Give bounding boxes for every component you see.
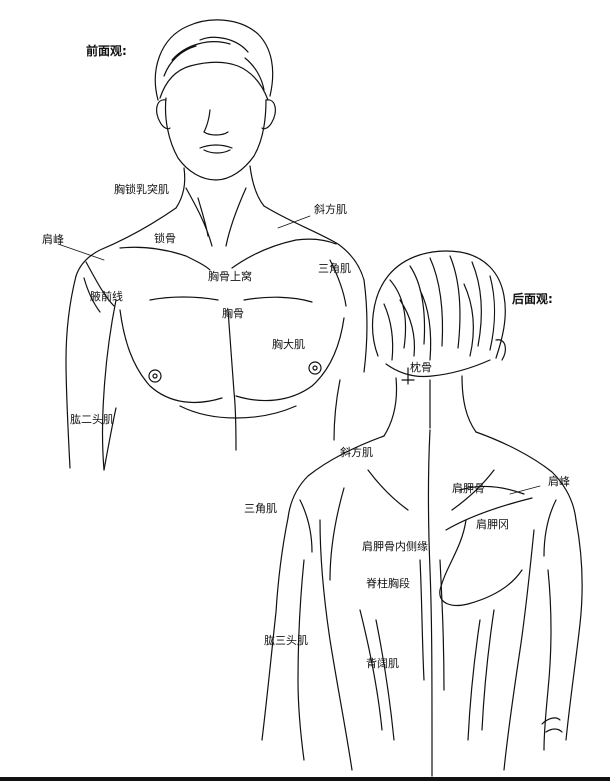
front-nipple-left — [148, 369, 162, 383]
back-neck-right — [461, 375, 477, 433]
front-deltoid-left — [83, 261, 115, 313]
back-hair-outline — [371, 250, 506, 359]
label-medial-border: 肩胛骨内侧缘 — [362, 540, 428, 553]
front-hair — [154, 19, 274, 101]
front-ear-left — [156, 99, 171, 130]
label-anterior-axillary-line: 腋前线 — [90, 290, 123, 303]
front-shoulder-line-right — [263, 205, 365, 281]
front-nipple-right — [308, 361, 322, 375]
front-neck-left — [175, 167, 186, 209]
label-front-acromion: 肩峰 — [42, 233, 64, 246]
front-view-heading: 前面观: — [86, 44, 127, 58]
back-torso-left — [319, 519, 353, 771]
bottom-border — [0, 777, 610, 781]
back-deltoid-left — [299, 499, 313, 553]
back-scapula-right — [439, 485, 525, 607]
front-arm-left-outer — [65, 275, 77, 469]
label-front-deltoid: 三角肌 — [318, 262, 351, 275]
back-shoulder-right — [475, 431, 577, 521]
back-spine — [427, 429, 433, 777]
front-arm-left-inner — [101, 299, 117, 471]
back-hand-right — [541, 717, 563, 733]
label-erector-spinae: 背阔肌 — [366, 657, 399, 670]
label-back-deltoid: 三角肌 — [244, 502, 277, 515]
front-pec-right — [235, 317, 345, 402]
label-scapula: 肩胛骨 — [452, 482, 485, 495]
front-shoulder-line-left — [75, 207, 177, 277]
back-deltoid-right — [543, 499, 557, 557]
back-shoulder-left — [287, 435, 385, 519]
back-arm-right-outer — [565, 519, 583, 741]
back-arm-left-inner — [297, 559, 305, 761]
front-arm-right-outer — [363, 279, 368, 373]
back-scapula-left — [329, 487, 345, 581]
back-ear-right — [495, 339, 506, 361]
label-back-trapezius: 斜方肌 — [340, 446, 373, 459]
front-torso-left — [103, 407, 117, 471]
back-figure — [261, 250, 583, 777]
back-view-heading: 后面观: — [512, 292, 553, 306]
front-torso-right — [333, 379, 341, 441]
back-occipital-mark — [401, 367, 415, 385]
label-triceps: 肱三头肌 — [264, 634, 308, 647]
label-scm: 胸锁乳突肌 — [114, 183, 169, 196]
front-figure — [65, 19, 368, 471]
front-clavicle-right — [231, 238, 337, 269]
label-back-acromion: 肩峰 — [548, 475, 570, 488]
back-hair-bottom — [385, 359, 491, 378]
label-thoracic-spine: 脊柱胸段 — [366, 577, 410, 590]
label-pectoralis-major: 胸大肌 — [272, 338, 305, 351]
front-face-outline — [164, 97, 267, 181]
front-nose — [203, 109, 229, 136]
front-leader-lines — [57, 215, 311, 261]
back-leader-lines — [509, 485, 541, 495]
label-front-trapezius: 斜方肌 — [314, 203, 347, 216]
back-torso-right — [503, 529, 535, 771]
label-occipital: 枕骨 — [410, 361, 432, 374]
front-chest-detail — [149, 296, 313, 303]
front-neck-right — [249, 165, 265, 207]
label-clavicle: 锁骨 — [154, 232, 176, 245]
front-pec-left — [119, 309, 223, 404]
front-abdomen — [179, 405, 297, 419]
label-sternum: 胸骨 — [222, 307, 244, 320]
back-muscle-lines — [359, 469, 495, 741]
label-scapular-spine: 肩胛冈 — [476, 518, 509, 531]
back-hair-strands — [383, 255, 496, 361]
front-mouth — [199, 144, 233, 154]
label-biceps: 肱二头肌 — [70, 413, 114, 426]
back-scapular-spine — [445, 497, 533, 531]
back-arm-right-inner — [543, 569, 552, 751]
front-ear-right — [261, 99, 276, 130]
back-spine-detail — [419, 559, 445, 691]
front-sternum-line — [227, 309, 237, 451]
label-suprasternal-notch: 胸骨上窝 — [208, 270, 252, 283]
back-neck-left — [383, 377, 398, 437]
front-nipple-left-inner — [152, 373, 158, 379]
front-clavicle-left — [119, 246, 211, 271]
front-deltoid-right — [329, 259, 347, 307]
front-nipple-right-inner — [312, 365, 318, 371]
back-arm-left-outer — [261, 517, 289, 741]
front-scm-lines — [185, 187, 247, 247]
